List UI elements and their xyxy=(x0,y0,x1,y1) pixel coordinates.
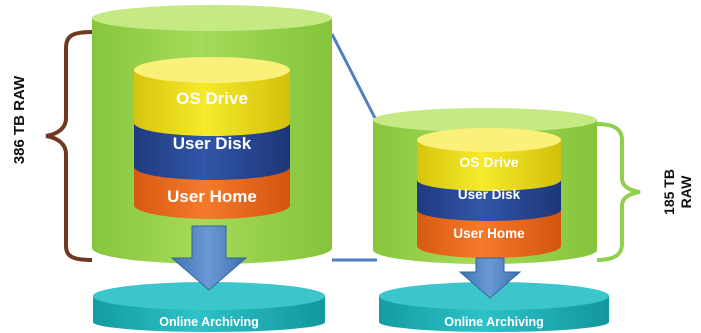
right-archive-label: Online Archiving xyxy=(444,315,544,329)
left-user-home-label: User Home xyxy=(167,187,257,206)
left-capacity-label: 386 TB RAW xyxy=(11,75,28,164)
right-user-home-label: User Home xyxy=(453,226,525,241)
right-capacity-label-line2: RAW xyxy=(678,175,694,208)
right-disk-stack xyxy=(417,128,561,258)
connector-line-top xyxy=(330,33,379,123)
right-capacity-label-line1: 185 TB xyxy=(661,169,677,215)
right-os-drive-label: OS Drive xyxy=(459,154,518,170)
right-archive-disk xyxy=(379,282,609,332)
right-user-disk-label: User Disk xyxy=(458,187,521,202)
right-capacity-brace xyxy=(596,122,641,262)
left-os-drive-label: OS Drive xyxy=(176,89,248,108)
left-disk-stack xyxy=(134,57,290,219)
left-user-disk-label: User Disk xyxy=(173,134,252,153)
left-capacity-brace xyxy=(45,30,93,262)
left-archive-arrow xyxy=(170,225,248,291)
left-archive-label: Online Archiving xyxy=(159,315,259,329)
left-archive-disk xyxy=(93,282,325,332)
right-archive-arrow xyxy=(458,257,522,299)
